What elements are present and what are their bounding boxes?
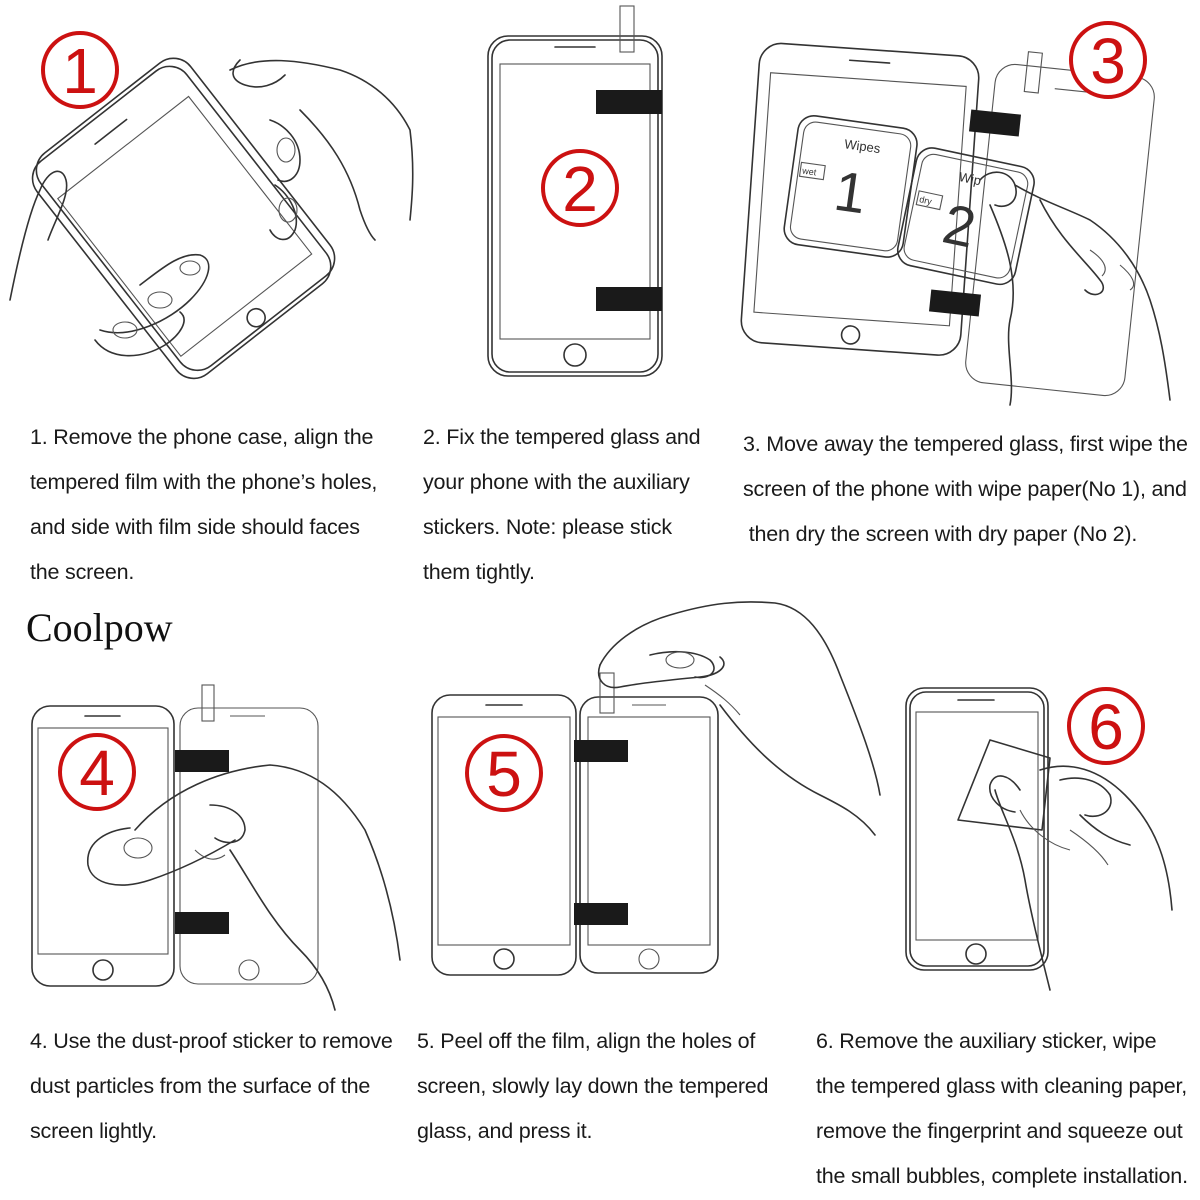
auxiliary-sticker-bottom [596,287,662,311]
svg-text:1: 1 [62,35,98,107]
step-1-badge: 1 [41,31,119,109]
caption-line: screen lightly. [30,1119,157,1143]
svg-text:1: 1 [831,159,871,226]
caption-line: dust particles from the surface of the [30,1074,371,1098]
svg-text:wet: wet [801,165,818,177]
caption-line: tempered film with the phone’s holes, [30,470,378,494]
dust-proof-sticker [175,912,229,934]
step-6-illustration: 6 [900,680,1190,1010]
caption-line: remove the fingerprint and squeeze out [816,1119,1183,1143]
step-3-badge: 3 [1069,21,1147,99]
caption-line: glass, and press it. [417,1119,593,1143]
step-2-caption: 2. Fix the tempered glass and your phone… [423,415,743,595]
step-3-illustration: Wipes 1 wet Wip 2 dry 3 [740,0,1200,410]
svg-text:5: 5 [486,738,522,810]
svg-text:Wip: Wip [957,169,982,188]
auxiliary-sticker-bottom [928,289,982,317]
step-4-badge: 4 [58,733,136,811]
svg-text:dry: dry [918,194,933,206]
caption-line: your phone with the auxiliary [423,470,690,494]
auxiliary-sticker-bottom [574,903,628,925]
caption-line: them tightly. [423,560,535,584]
cleaning-paper [957,739,1051,831]
caption-line: 5. Peel off the film, align the holes of [417,1029,756,1053]
caption-line: the screen. [30,560,135,584]
caption-line: stickers. Note: please stick [423,515,672,539]
step-6-badge: 6 [1067,687,1145,765]
caption-line: then dry the screen with dry paper (No 2… [743,522,1138,546]
auxiliary-sticker-top [175,750,229,772]
step-5-caption: 5. Peel off the film, align the holes of… [417,1019,787,1154]
caption-line: screen of the phone with wipe paper(No 1… [743,477,1187,501]
caption-line: and side with film side should faces [30,515,360,539]
step-6-caption: 6. Remove the auxiliary sticker, wipe th… [816,1019,1200,1199]
caption-line: 4. Use the dust-proof sticker to remove [30,1029,393,1053]
step-4-illustration: 4 [20,680,420,1011]
step-5-illustration: 5 [420,595,890,985]
step-1-illustration: 1 [0,0,420,380]
auxiliary-sticker-top [968,109,1022,137]
svg-text:3: 3 [1090,25,1126,97]
svg-text:6: 6 [1088,691,1124,763]
svg-text:4: 4 [79,737,115,809]
step-5-badge: 5 [465,734,543,812]
caption-line: screen, slowly lay down the tempered [417,1074,769,1098]
auxiliary-sticker-top [574,740,628,762]
step-4-caption: 4. Use the dust-proof sticker to remove … [30,1019,410,1154]
svg-text:2: 2 [938,191,982,259]
caption-line: 6. Remove the auxiliary sticker, wipe [816,1029,1157,1053]
caption-line: 3. Move away the tempered glass, first w… [743,432,1188,456]
svg-text:2: 2 [562,153,598,225]
caption-line: the tempered glass with cleaning paper, [816,1074,1188,1098]
wipe-paper-1: Wipes 1 wet [783,114,918,258]
caption-line: 2. Fix the tempered glass and [423,425,701,449]
auxiliary-sticker-top [596,90,662,114]
svg-text:Wipes: Wipes [843,136,881,156]
caption-line: 1. Remove the phone case, align the [30,425,374,449]
caption-line: the small bubbles, complete installation… [816,1164,1188,1188]
step-3-caption: 3. Move away the tempered glass, first w… [743,422,1198,557]
step-1-caption: 1. Remove the phone case, align the temp… [30,415,410,595]
step-2-badge: 2 [541,149,619,227]
brand-name: Coolpow [26,605,173,650]
step-2-illustration: 2 [480,0,680,380]
